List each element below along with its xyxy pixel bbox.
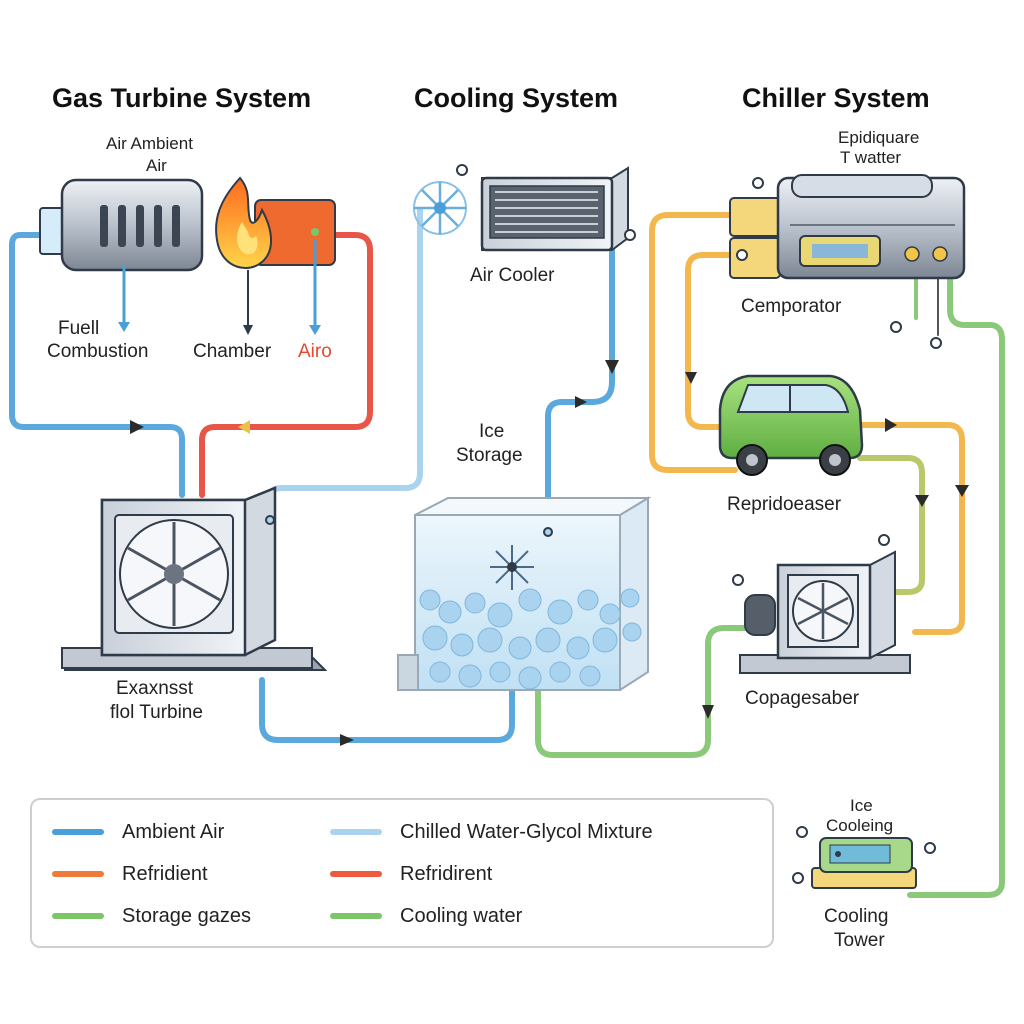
label-condenser: Copagesaber — [745, 688, 860, 709]
pipe-chiller-loop-outer — [649, 212, 738, 473]
air-cooler-icon — [480, 166, 629, 252]
label-combustion: Combustion — [47, 341, 149, 362]
pipe-chiller-loop-inner — [685, 252, 738, 430]
pipe-refrigerant — [199, 232, 373, 498]
pipe-turbine-to-storage — [259, 562, 515, 743]
legend-item-ambient-air: Ambient Air — [52, 820, 224, 844]
legend-swatch — [52, 913, 104, 919]
label-air-ambient: Air Ambient — [106, 134, 193, 153]
flame-icon — [215, 176, 336, 335]
arrow-icon — [130, 420, 144, 434]
legend-swatch — [330, 871, 382, 877]
label-exhaust: Exaxnsst — [116, 678, 194, 699]
arrow-icon — [915, 495, 929, 507]
pipe-air-cooler-down — [545, 232, 615, 533]
label-exhaust-turbine: flol Turbine — [110, 702, 203, 723]
arrow-icon — [885, 418, 897, 432]
legend-swatch — [52, 871, 104, 877]
pipe-tower-return — [907, 277, 1005, 898]
label-air-cooler: Air Cooler — [470, 265, 555, 286]
arrow-icon — [340, 734, 354, 746]
legend-label: Refridient — [122, 862, 208, 885]
label-chiller-water-1: Epidiquare — [838, 128, 920, 147]
legend-label: Ambient Air — [122, 820, 225, 843]
pipe-ambient-air-left — [9, 232, 185, 498]
condenser-icon — [739, 550, 911, 674]
arrow-icon — [955, 485, 969, 497]
label-cooling-tower-1: Cooling — [824, 906, 889, 927]
arrow-icon — [702, 705, 714, 719]
title-gas-turbine: Gas Turbine System — [52, 83, 312, 113]
legend-label: Chilled Water-Glycol Mixture — [400, 820, 653, 843]
label-air: Air — [146, 156, 167, 175]
label-cooling-tower-2: Tower — [834, 930, 885, 951]
arrow-icon — [575, 396, 587, 408]
compressor-icon — [39, 178, 204, 332]
arrow-icon — [238, 420, 250, 434]
legend-label: Cooling water — [400, 904, 523, 927]
legend-item-cooling-water: Cooling water — [330, 904, 522, 928]
ice-tank-icon — [397, 496, 652, 691]
label-refrigerator: Repridoeaser — [727, 494, 842, 515]
label-chiller-water-2: T watter — [840, 148, 902, 167]
pipe-storage-to-condenser — [535, 625, 763, 758]
heat-exchanger-icon — [61, 486, 328, 671]
label-storage: Storage — [456, 445, 523, 466]
label-ice-cooling-1: Ice — [850, 796, 873, 815]
flow-arrows — [130, 360, 969, 746]
legend-swatch — [330, 829, 382, 835]
legend-item-refridirent: Refridirent — [330, 862, 492, 886]
label-compressor: Cemporator — [741, 296, 842, 317]
cooling-tower-icon — [811, 837, 917, 889]
legend-item-storage-gazes: Storage gazes — [52, 904, 251, 928]
title-cooling: Cooling System — [414, 83, 619, 113]
legend-item-chilled-water: Chilled Water-Glycol Mixture — [330, 820, 653, 844]
legend: Ambient Air Refridient Storage gazes Chi… — [30, 798, 774, 948]
label-ice-cooling-2: Cooleing — [826, 816, 894, 835]
label-fuel: Fuell — [58, 318, 100, 339]
arrow-icon — [605, 360, 619, 374]
label-chamber: Chamber — [193, 341, 272, 362]
legend-label: Storage gazes — [122, 904, 251, 927]
label-ice: Ice — [479, 421, 505, 442]
pipe-car-to-condenser-2 — [857, 455, 925, 595]
legend-swatch — [52, 829, 104, 835]
valve-icon — [265, 164, 942, 884]
title-chiller: Chiller System — [742, 83, 930, 113]
chiller-unit-icon — [729, 174, 966, 280]
legend-label: Refridirent — [400, 862, 493, 885]
fan-icon — [413, 181, 467, 235]
pipe-car-to-condenser-1 — [857, 422, 965, 635]
arrow-icon — [685, 372, 697, 384]
label-airo: Airo — [298, 341, 332, 362]
legend-swatch — [330, 913, 382, 919]
green-car-icon — [718, 374, 864, 476]
legend-item-refridient: Refridient — [52, 862, 208, 886]
